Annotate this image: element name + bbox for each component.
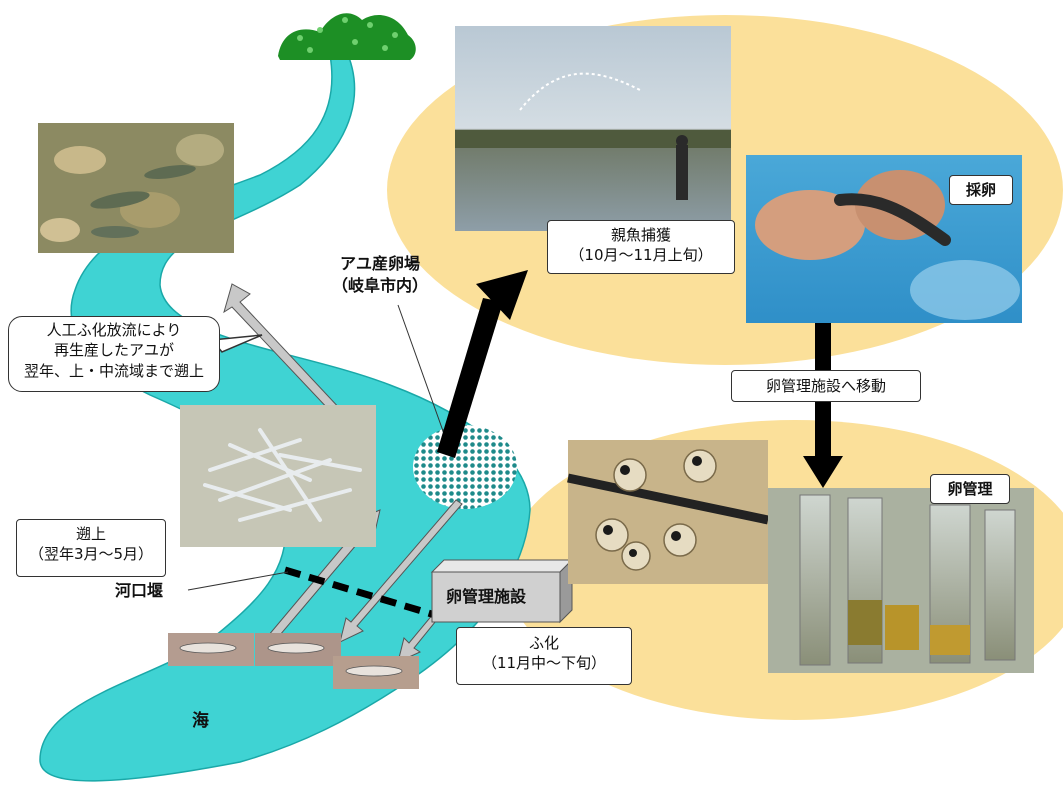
spawning-pointer-line xyxy=(397,304,449,446)
facility-label: 卵管理施設 xyxy=(446,587,527,606)
upstream-box: 遡上 （翌年3月～5月） xyxy=(16,519,166,577)
move-box: 卵管理施設へ移動 xyxy=(731,370,921,402)
eggs-closeup-photo xyxy=(567,440,769,584)
spawning-ground-label-line2: （岐阜市内） xyxy=(331,275,428,295)
fish-in-river-photo xyxy=(38,123,234,253)
capture-box-line1: 親魚捕獲 xyxy=(610,226,671,244)
hatch-box-line1: ふ化 xyxy=(528,634,559,652)
upstream-box-line2: （翌年3月～5月） xyxy=(28,545,154,564)
downstream-grey-arrow-1 xyxy=(339,499,463,643)
capture-box-line2: （10月～11月上旬） xyxy=(569,246,713,265)
sea-label: 海 xyxy=(192,711,209,731)
hatch-box-line2: （11月中～下旬） xyxy=(481,654,607,673)
hatch-box: ふ化 （11月中～下旬） xyxy=(456,627,632,685)
egg-management-box: 卵管理 xyxy=(930,474,1010,504)
capture-black-arrow xyxy=(437,270,528,458)
building-block-icon xyxy=(430,558,574,624)
juvenile-fish-photo-2 xyxy=(255,633,341,666)
spawning-ground xyxy=(413,425,517,509)
juvenile-fish-photo-1 xyxy=(168,633,254,666)
upstream-box-line1: 遡上 xyxy=(75,525,106,543)
weir-label: 河口堰 xyxy=(115,581,164,600)
egg-management-photo xyxy=(768,488,1034,673)
egg-collection-box: 採卵 xyxy=(949,175,1013,205)
spawning-ground-label-line1: アユ産卵場 xyxy=(339,254,420,273)
release-note-bubble: 人工ふ化放流により 再生産したアユが 翌年、上・中流域まで遡上 xyxy=(8,316,220,392)
release-note-line2: 再生産したアユが xyxy=(53,341,174,360)
capture-box: 親魚捕獲 （10月～11月上旬） xyxy=(547,220,735,274)
release-note-line1: 人工ふ化放流により xyxy=(46,321,182,339)
net-casting-photo xyxy=(455,26,731,231)
weir-pointer-line xyxy=(187,571,289,591)
release-note-line3: 翌年、上・中流域まで遡上 xyxy=(23,361,204,380)
spawning-ground-label: アユ産卵場 （岐阜市内） xyxy=(328,253,432,296)
weir-dashed-line xyxy=(283,566,447,622)
fish-in-net-photo xyxy=(180,405,376,547)
tree-cluster-icon xyxy=(278,13,416,60)
juvenile-fish-photo-3 xyxy=(333,656,419,689)
